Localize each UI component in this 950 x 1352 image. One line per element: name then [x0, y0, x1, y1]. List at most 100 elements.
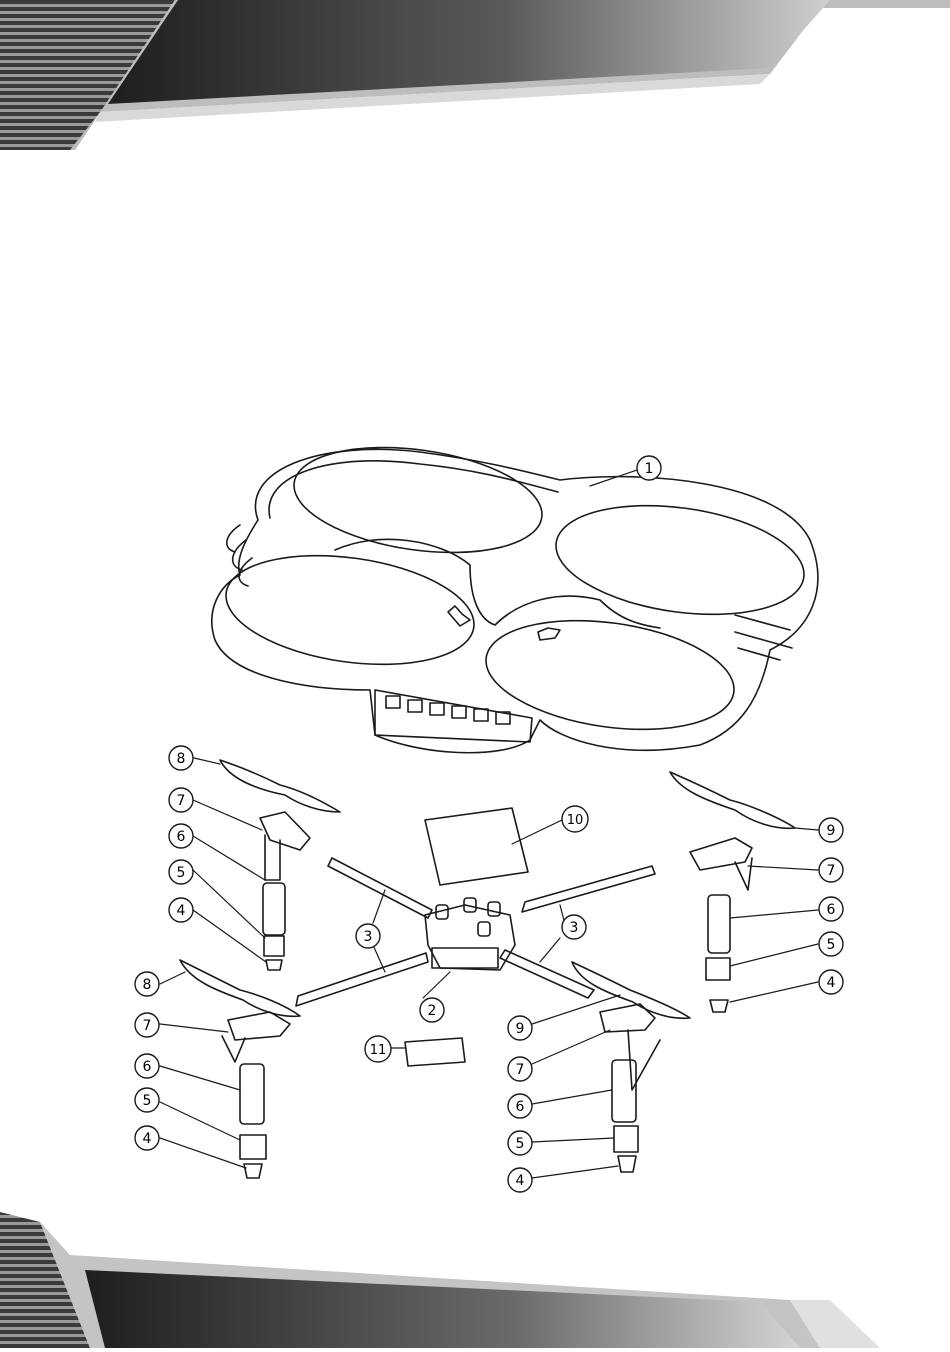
svg-text:5: 5 [177, 865, 186, 881]
svg-text:9: 9 [827, 823, 836, 839]
callout-3-right: 3 [562, 915, 586, 939]
callout-2: 2 [420, 998, 444, 1022]
callout-3-left: 3 [356, 924, 380, 948]
svg-text:7: 7 [827, 863, 836, 879]
top-banner [0, 0, 950, 150]
svg-text:7: 7 [143, 1018, 152, 1034]
instruction-card [425, 808, 528, 885]
motor-cap-tr [710, 1000, 728, 1012]
callout-6-br: 6 [508, 1094, 532, 1118]
propeller-tr [670, 772, 795, 828]
frame-right-vents [735, 615, 792, 660]
callout-6-bl: 6 [135, 1054, 159, 1078]
motor-assembly-top-right [670, 772, 795, 1012]
callout-5-br: 5 [508, 1131, 532, 1155]
motor-assembly-top-left [220, 760, 340, 970]
svg-text:9: 9 [516, 1021, 525, 1037]
frame-left-vents [227, 525, 252, 586]
svg-text:10: 10 [567, 813, 584, 828]
callout-10: 10 [562, 806, 588, 832]
callout-8-bottom: 8 [135, 972, 159, 996]
body-post-4 [478, 922, 490, 936]
motor-mount-tr [690, 838, 752, 870]
motor-assembly-bottom-right [572, 962, 690, 1172]
motor-sleeve-tl [264, 936, 284, 956]
callout-7-bl: 7 [135, 1013, 159, 1037]
svg-text:5: 5 [143, 1093, 152, 1109]
svg-text:1: 1 [645, 461, 654, 477]
callout-4-tr: 4 [819, 970, 843, 994]
callout-5-tr: 5 [819, 932, 843, 956]
svg-text:5: 5 [827, 937, 836, 953]
callout-7-br: 7 [508, 1057, 532, 1081]
frame-clip-right [538, 628, 560, 640]
callout-7-tl: 7 [169, 788, 193, 812]
motor-sleeve-br [614, 1126, 638, 1152]
motor-bl [240, 1064, 264, 1124]
frame-ring-back-right [549, 491, 811, 629]
svg-text:3: 3 [364, 929, 373, 945]
callout-7-tr: 7 [819, 858, 843, 882]
svg-text:6: 6 [827, 902, 836, 918]
frame-ring-front-left [219, 541, 481, 679]
svg-text:8: 8 [177, 751, 186, 767]
arm-left-back [328, 858, 432, 918]
body-post-3 [488, 902, 500, 916]
motor-assembly-bottom-left [180, 960, 300, 1178]
callout-9-top: 9 [819, 818, 843, 842]
svg-text:4: 4 [516, 1173, 525, 1189]
callout-1: 1 [637, 456, 661, 480]
motor-tr [708, 895, 730, 953]
callout-group: 1 2 3 3 4 4 4 4 5 5 5 5 6 6 6 6 7 7 7 7 … [135, 456, 843, 1192]
propeller-bl [180, 960, 300, 1016]
motor-sleeve-tr [706, 958, 730, 980]
battery-pack [405, 1038, 465, 1066]
body-battery-bay [432, 948, 498, 968]
callout-5-bl: 5 [135, 1088, 159, 1112]
motor-mount-tl [260, 812, 310, 850]
callout-9-bottom: 9 [508, 1016, 532, 1040]
svg-text:7: 7 [516, 1062, 525, 1078]
protective-frame [212, 433, 818, 753]
svg-text:2: 2 [428, 1003, 437, 1019]
arm-left-front [296, 953, 428, 1006]
motor-sleeve-bl [240, 1135, 266, 1159]
svg-text:5: 5 [516, 1136, 525, 1152]
callout-6-tr: 6 [819, 897, 843, 921]
callout-8-top: 8 [169, 746, 193, 770]
svg-text:7: 7 [177, 793, 186, 809]
svg-text:8: 8 [143, 977, 152, 993]
frame-center-bridge [335, 539, 660, 628]
frame-ring-front-right [479, 606, 741, 744]
svg-text:4: 4 [827, 975, 836, 991]
motor-br [612, 1060, 636, 1122]
callout-6-tl: 6 [169, 824, 193, 848]
motor-cap-br [618, 1156, 636, 1172]
motor-cap-bl [244, 1164, 262, 1178]
callout-4-br: 4 [508, 1168, 532, 1192]
frame-front-grille-body [375, 690, 532, 742]
motor-tl [263, 883, 285, 935]
arm-right-back [522, 866, 655, 912]
frame-clip-left [448, 606, 470, 626]
svg-text:6: 6 [177, 829, 186, 845]
motor-mount-br [600, 1004, 655, 1032]
svg-text:3: 3 [570, 920, 579, 936]
svg-text:4: 4 [177, 903, 186, 919]
leader-lines [160, 470, 818, 1178]
callout-4-bl: 4 [135, 1126, 159, 1150]
callout-4-tl: 4 [169, 898, 193, 922]
body-housing [425, 905, 515, 970]
frame-outer-rim [212, 449, 818, 752]
propeller-tl [220, 760, 340, 812]
callout-5-tl: 5 [169, 860, 193, 884]
bottom-banner [0, 1212, 880, 1348]
callout-11: 11 [365, 1036, 391, 1062]
svg-text:11: 11 [370, 1043, 387, 1058]
motor-cap-tl [266, 960, 282, 970]
motor-mount-bl [228, 1012, 290, 1040]
propeller-br [572, 962, 690, 1018]
svg-text:4: 4 [143, 1131, 152, 1147]
